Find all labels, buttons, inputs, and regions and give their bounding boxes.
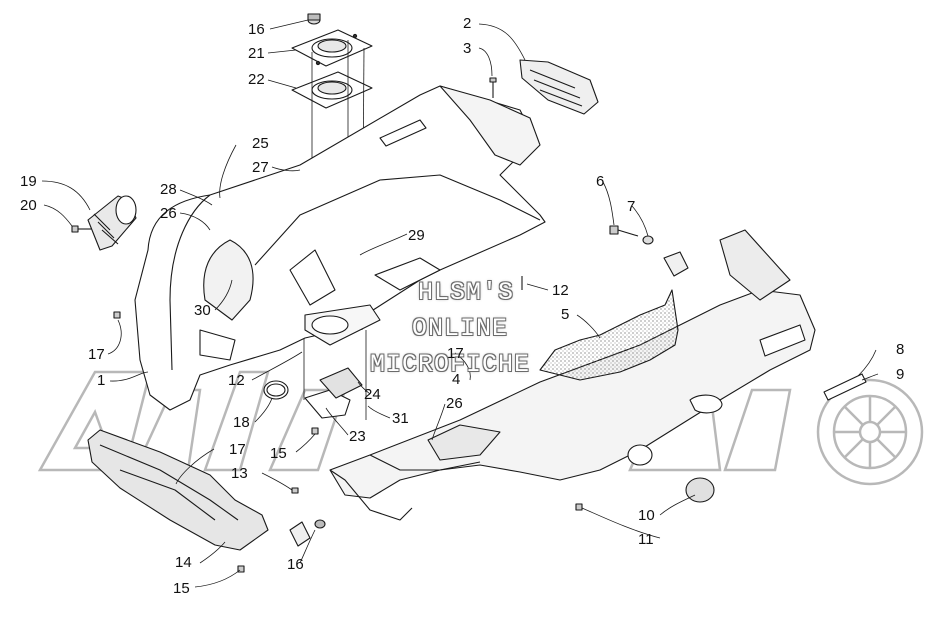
callout-1: 1 [97,372,106,389]
callout-19: 19 [20,173,37,190]
callout-26: 26 [160,205,177,222]
screw-20 [71,225,92,233]
callout-10: 10 [638,507,655,524]
callout-17: 17 [447,345,464,362]
callout-30: 30 [194,302,211,319]
bolt-6 [609,225,639,237]
screw-17-left [113,311,121,319]
callout-12: 12 [228,372,245,389]
callout-3: 3 [463,40,472,57]
callout-11: 11 [638,531,654,548]
callout-26: 26 [446,395,463,412]
callout-17: 17 [88,346,105,363]
screw-15-upper [311,427,319,435]
plate-24 [319,367,363,399]
belly-pan-main [134,85,546,411]
washer-7 [642,235,689,277]
screw-11 [575,503,583,511]
callout-31: 31 [392,410,409,427]
watermark-line-1: HLSM'S [418,278,515,307]
grommet-16-lower [289,519,326,547]
shroud-26-lower [427,424,501,461]
callout-4: 4 [452,371,461,388]
callout-25: 25 [252,135,269,152]
gasket-plate-22 [291,71,373,109]
callout-14: 14 [175,554,192,571]
grommet-16-top [307,13,321,25]
callout-16: 16 [287,556,304,573]
callout-8: 8 [896,341,905,358]
callout-7: 7 [627,198,636,215]
callout-21: 21 [248,45,265,62]
side-vent-2 [519,59,599,115]
callout-13: 13 [231,465,248,482]
watermark-line-3: MICROFICHE [370,350,531,379]
callout-17: 17 [229,441,246,458]
callout-16: 16 [248,21,265,38]
steering-boot-19 [87,195,137,251]
screw-3 [489,77,497,98]
trim-strip-8 [823,373,867,401]
callout-22: 22 [248,71,265,88]
callout-24: 24 [364,386,381,403]
callout-29: 29 [408,227,425,244]
callout-5: 5 [561,306,570,323]
callout-27: 27 [252,159,269,176]
gasket-plate-21 [291,29,373,67]
callout-6: 6 [596,173,605,190]
clamp-18 [263,380,289,400]
watermark-line-2: ONLINE [412,314,509,343]
callout-28: 28 [160,181,177,198]
callout-12: 12 [552,282,569,299]
plug-10 [627,444,715,503]
callout-2: 2 [463,15,472,32]
rivet-13 [291,487,299,494]
callout-15: 15 [173,580,190,597]
callout-9: 9 [896,366,905,383]
screw-15-lower [237,565,245,573]
callout-20: 20 [20,197,37,214]
foam-pad-5 [539,289,679,381]
callout-15: 15 [270,445,287,462]
front-nose-14 [87,429,269,551]
leader-lines [41,19,879,588]
callout-23: 23 [349,428,366,445]
callout-18: 18 [233,414,250,431]
